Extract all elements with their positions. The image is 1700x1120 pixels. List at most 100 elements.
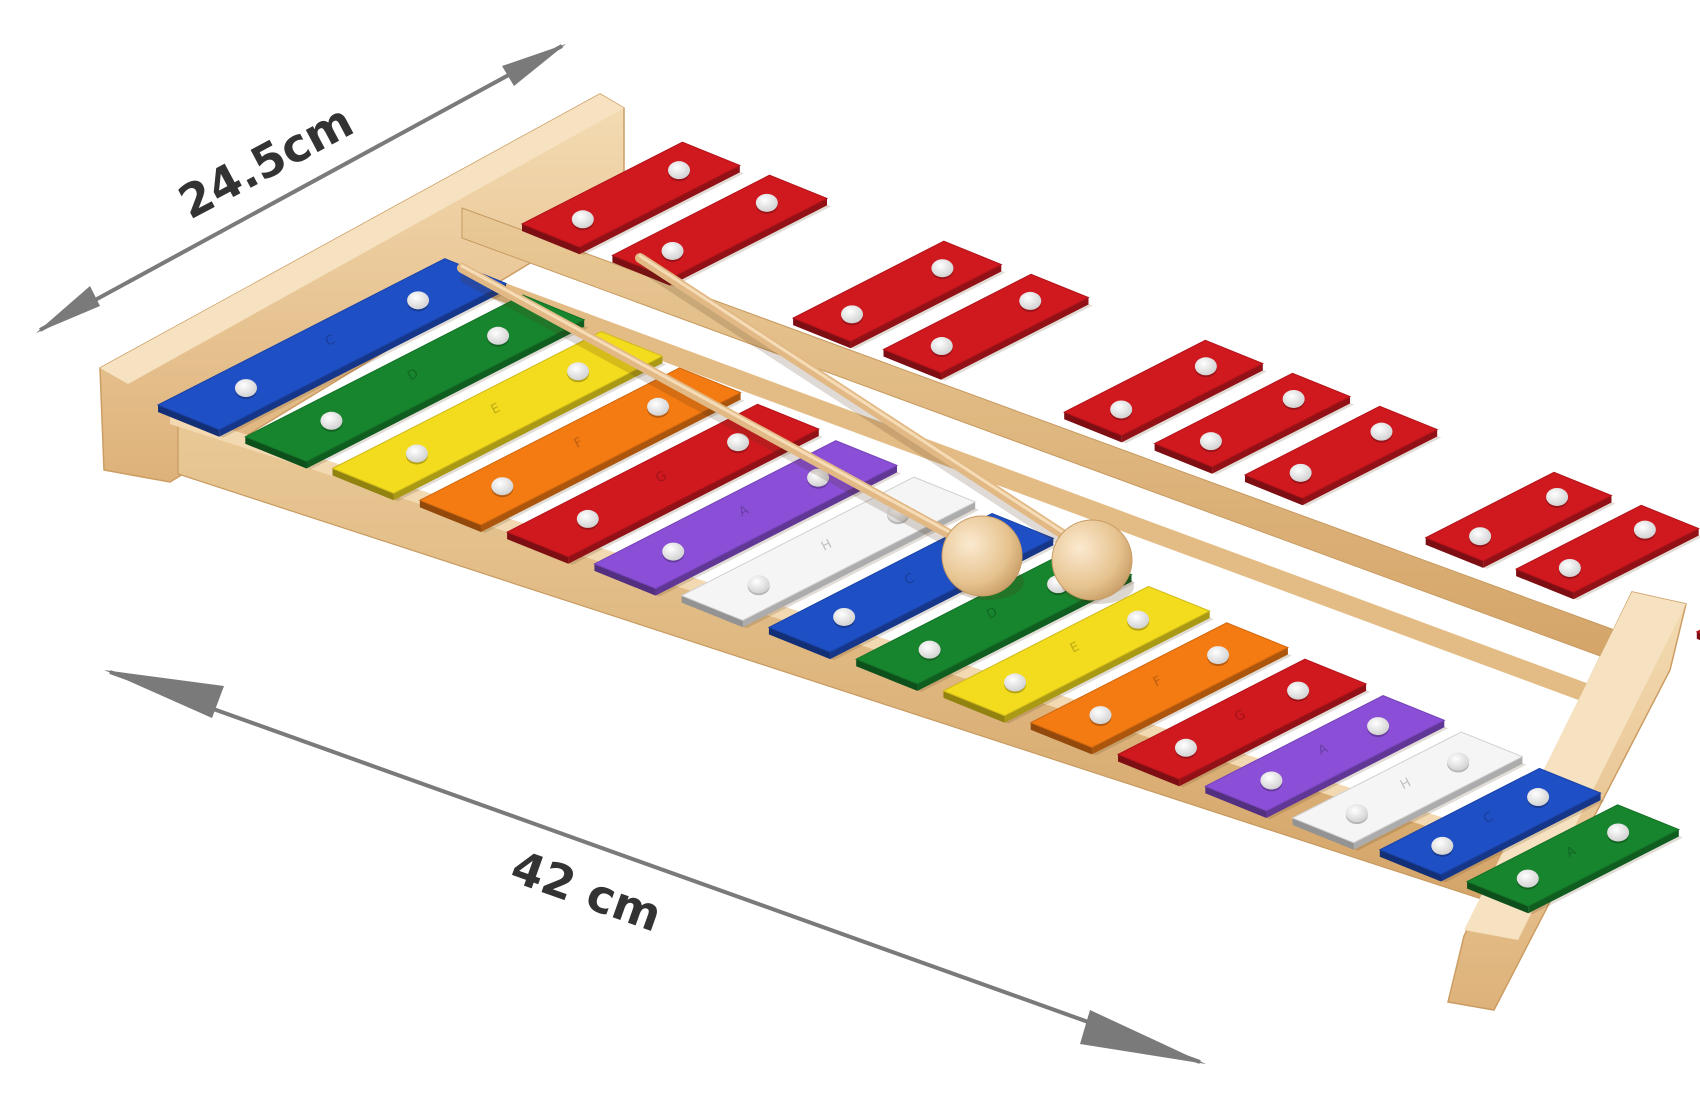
chromatic-bar-7-rivet-head-1 — [1289, 463, 1312, 482]
diatonic-bar-15-rivet-head-2 — [1527, 788, 1550, 807]
diatonic-bar-14-rivet-head-2 — [1447, 752, 1470, 771]
length-arrow-line — [109, 670, 1201, 1064]
diatonic-bar-5-end — [507, 532, 569, 564]
diatonic-bar-12-edge — [1179, 683, 1367, 787]
mallet-1-handle-highlight — [460, 264, 977, 548]
diatonic-bar-3[interactable]: E — [331, 330, 667, 502]
diatonic-bar-15-edge — [1441, 793, 1601, 882]
chromatic-bar-9-rivet-head-2 — [1633, 520, 1656, 539]
chromatic-bar-8[interactable] — [1424, 471, 1616, 569]
chromatic-bars — [520, 141, 1700, 663]
chromatic-bar-9[interactable] — [1514, 504, 1700, 601]
diatonic-bar-14-edge — [1353, 756, 1523, 850]
chromatic-bar-5-end — [1064, 412, 1122, 443]
chromatic-bar-9-rivet-head-1 — [1558, 558, 1581, 577]
diatonic-bar-12-rivet-head-2 — [1287, 681, 1310, 700]
width-arrow-line — [39, 44, 563, 332]
diatonic-bar-1-edge — [219, 283, 506, 437]
diatonic-bar-1-rivet-head-2 — [407, 291, 430, 310]
diatonic-bar-11-edge — [1091, 647, 1288, 755]
diatonic-bar-11[interactable]: F — [1029, 622, 1292, 756]
chromatic-bar-3-end — [793, 318, 851, 349]
chromatic-bar-8-rivet-head-2 — [1546, 487, 1569, 506]
chromatic-bar-7[interactable] — [1243, 405, 1442, 507]
diatonic-bar-2-rivet-head-1 — [320, 411, 343, 430]
chromatic-bar-4-rivet-head-2 — [1019, 291, 1042, 310]
diatonic-bar-10[interactable]: E — [942, 585, 1214, 724]
chromatic-bar-3-edge — [850, 264, 1002, 349]
diatonic-bar-9-edge — [917, 574, 1132, 691]
diatonic-bar-13-rivet-head-1 — [1260, 771, 1283, 790]
diatonic-bar-16-end — [1467, 881, 1529, 914]
diatonic-bar-5[interactable]: G — [505, 403, 823, 565]
chromatic-bar-4-rivet-head-1 — [930, 337, 953, 356]
diatonic-bar-5-rivet-head-1 — [576, 509, 599, 528]
mallet-1[interactable] — [457, 263, 1024, 600]
width-arrow-head-left — [36, 286, 100, 333]
diatonic-bar-6-rivet-head-1 — [662, 542, 685, 561]
diatonic-bar-8-end — [768, 627, 831, 660]
diatonic-bar-6[interactable]: A — [593, 440, 901, 597]
mallets-group — [457, 253, 1134, 604]
chromatic-bar-7-rivet-head-2 — [1370, 422, 1393, 441]
diatonic-bar-16[interactable]: A — [1465, 804, 1683, 915]
diatonic-bar-3-rivet-head-2 — [567, 362, 590, 381]
diatonic-bar-1[interactable]: C — [156, 258, 510, 438]
diatonic-bar-15[interactable]: C — [1378, 767, 1605, 883]
diatonic-bar-4-rivet-head-2 — [647, 397, 670, 416]
chromatic-bar-6[interactable] — [1153, 372, 1354, 475]
diatonic-bar-14[interactable]: H — [1291, 731, 1527, 851]
diatonic-bar-7-rivet-head-1 — [747, 575, 770, 594]
mallet-2-handle — [635, 253, 1089, 553]
diatonic-bar-2[interactable]: D — [244, 294, 589, 470]
chromatic-bar-5[interactable] — [1062, 339, 1267, 444]
diatonic-bar-7-edge — [742, 501, 976, 628]
diatonic-bar-2-rivet-head-2 — [487, 326, 510, 345]
chromatic-bar-8-edge — [1483, 495, 1612, 568]
diatonic-bar-2-edge — [306, 319, 585, 469]
chromatic-bar-1[interactable] — [520, 141, 744, 256]
mallet-1-head — [941, 515, 1023, 597]
mallet-2[interactable] — [635, 253, 1134, 604]
diatonic-bar-5-rivet-head-2 — [727, 433, 750, 452]
chromatic-bar-7-end — [1245, 475, 1303, 506]
diatonic-bar-2-end — [245, 436, 307, 469]
chromatic-bar-4[interactable] — [882, 273, 1093, 381]
chromatic-bar-10-end — [1696, 631, 1700, 641]
diatonic-bar-8-rivet-head-1 — [833, 607, 856, 626]
chromatic-bar-2-rivet-head-2 — [755, 193, 778, 212]
right-end-block-top — [1464, 592, 1686, 940]
diatonic-bar-6-edge — [655, 465, 897, 596]
diatonic-bar-11-rivet-head-1 — [1089, 706, 1112, 725]
chromatic-bar-1-rivet-head-2 — [668, 161, 691, 180]
diatonic-bar-7-end — [681, 595, 743, 628]
length-arrow-head-left — [104, 670, 224, 718]
chromatic-bar-2[interactable] — [611, 174, 831, 287]
chromatic-bar-9-end — [1516, 569, 1574, 600]
chromatic-bar-3[interactable] — [791, 240, 1006, 350]
diatonic-bar-4-rivet-head-1 — [491, 477, 514, 496]
diatonic-bar-9-end — [856, 659, 918, 691]
chromatic-bar-1-rivet-head-1 — [571, 210, 594, 229]
chromatic-bar-8-rivet-head-1 — [1469, 527, 1492, 546]
diatonic-bar-12[interactable]: G — [1116, 658, 1371, 788]
diatonic-bar-4[interactable]: F — [418, 367, 745, 533]
chromatic-bar-4-edge — [941, 297, 1089, 380]
diatonic-bar-13[interactable]: A — [1204, 695, 1449, 819]
diatonic-bar-4-end — [419, 500, 481, 532]
chromatic-bar-6-edge — [1212, 396, 1350, 474]
chromatic-bar-8-end — [1425, 537, 1484, 568]
diatonic-bar-6-end — [594, 563, 656, 596]
diatonic-bar-5-edge — [568, 429, 819, 564]
diatonic-bar-6-rivet-head-2 — [807, 468, 830, 487]
chromatic-bar-10[interactable] — [1695, 571, 1700, 663]
diatonic-bar-11-rivet-head-2 — [1207, 646, 1230, 665]
diatonic-bar-10-edge — [1004, 611, 1210, 723]
chromatic-bar-5-rivet-head-1 — [1110, 400, 1133, 419]
width-arrow-head-right — [502, 44, 566, 86]
diatonic-bar-1-end — [158, 405, 220, 437]
chromatic-bar-3-rivet-head-2 — [931, 259, 954, 278]
chromatic-bar-2-edge — [669, 198, 827, 286]
chromatic-bar-6-rivet-head-1 — [1199, 432, 1222, 451]
